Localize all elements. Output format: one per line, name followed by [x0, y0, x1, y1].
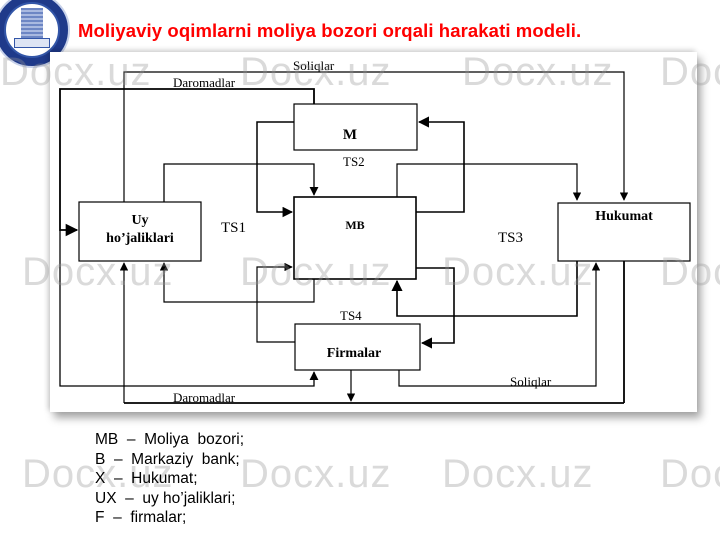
flow-diagram: M MB Uy ho’jaliklari Hukumat Firmalar TS… [50, 52, 697, 412]
flow-mb-to-firms [416, 267, 455, 349]
flow-mb-to-households [159, 262, 315, 303]
flow-firms-to-mb [256, 262, 295, 343]
flow-gov-to-mb [391, 261, 578, 317]
flow-label-income-top: Daromadlar [173, 75, 236, 90]
flow-diagram-canvas: M MB Uy ho’jaliklari Hukumat Firmalar TS… [59, 58, 691, 405]
flow-m-to-mb [256, 121, 294, 218]
flow-ts3 [396, 163, 582, 201]
watermark: Docx.uz [240, 452, 392, 496]
emblem-building [21, 8, 43, 38]
legend-item: UX – uy ho’jaliklari; [95, 489, 236, 507]
flow-label-ts3: TS3 [498, 230, 523, 246]
flow-income-top [59, 88, 315, 237]
abbreviation-legend: MB – Moliya bozori; B – Markaziy bank; X… [95, 430, 244, 528]
watermark: Docx.uz [442, 452, 594, 496]
flow-ts1 [163, 163, 319, 202]
flow-taxes-bottom [398, 262, 601, 387]
node-m-box [293, 103, 418, 151]
flow-label-taxes-bottom: Soliqlar [510, 374, 552, 389]
legend-item: B – Markaziy bank; [95, 450, 240, 468]
node-households-label-1: Uy [131, 213, 148, 228]
slide-title: Moliyaviy oqimlarni moliya bozori orqali… [78, 20, 582, 41]
university-emblem-icon [0, 0, 70, 68]
watermark: Docx.uz [660, 452, 720, 496]
node-mb-box [293, 196, 417, 280]
flow-label-ts1: TS1 [221, 220, 246, 236]
flow-label-income-bottom: Daromadlar [173, 390, 236, 405]
node-m-label: M [343, 127, 357, 143]
legend-item: X – Hukumat; [95, 470, 198, 487]
emblem-plate [14, 38, 50, 48]
node-households-box [78, 201, 202, 262]
node-mb-label: MB [345, 218, 364, 232]
flow-mb-to-m [416, 116, 465, 213]
node-firms-label: Firmalar [327, 346, 381, 361]
flow-label-ts4: TS4 [340, 308, 362, 323]
flow-taxes-top [123, 71, 629, 202]
node-households-label-2: ho’jaliklari [106, 231, 174, 246]
flow-income-bottom-households [59, 230, 319, 387]
node-government-label: Hukumat [595, 209, 653, 224]
legend-item: MB – Moliya bozori; [95, 431, 245, 448]
flow-label-taxes-top: Soliqlar [293, 58, 335, 73]
legend-item: F – firmalar; [95, 509, 187, 526]
flow-label-ts2: TS2 [343, 154, 365, 169]
node-firms-box [294, 323, 421, 371]
